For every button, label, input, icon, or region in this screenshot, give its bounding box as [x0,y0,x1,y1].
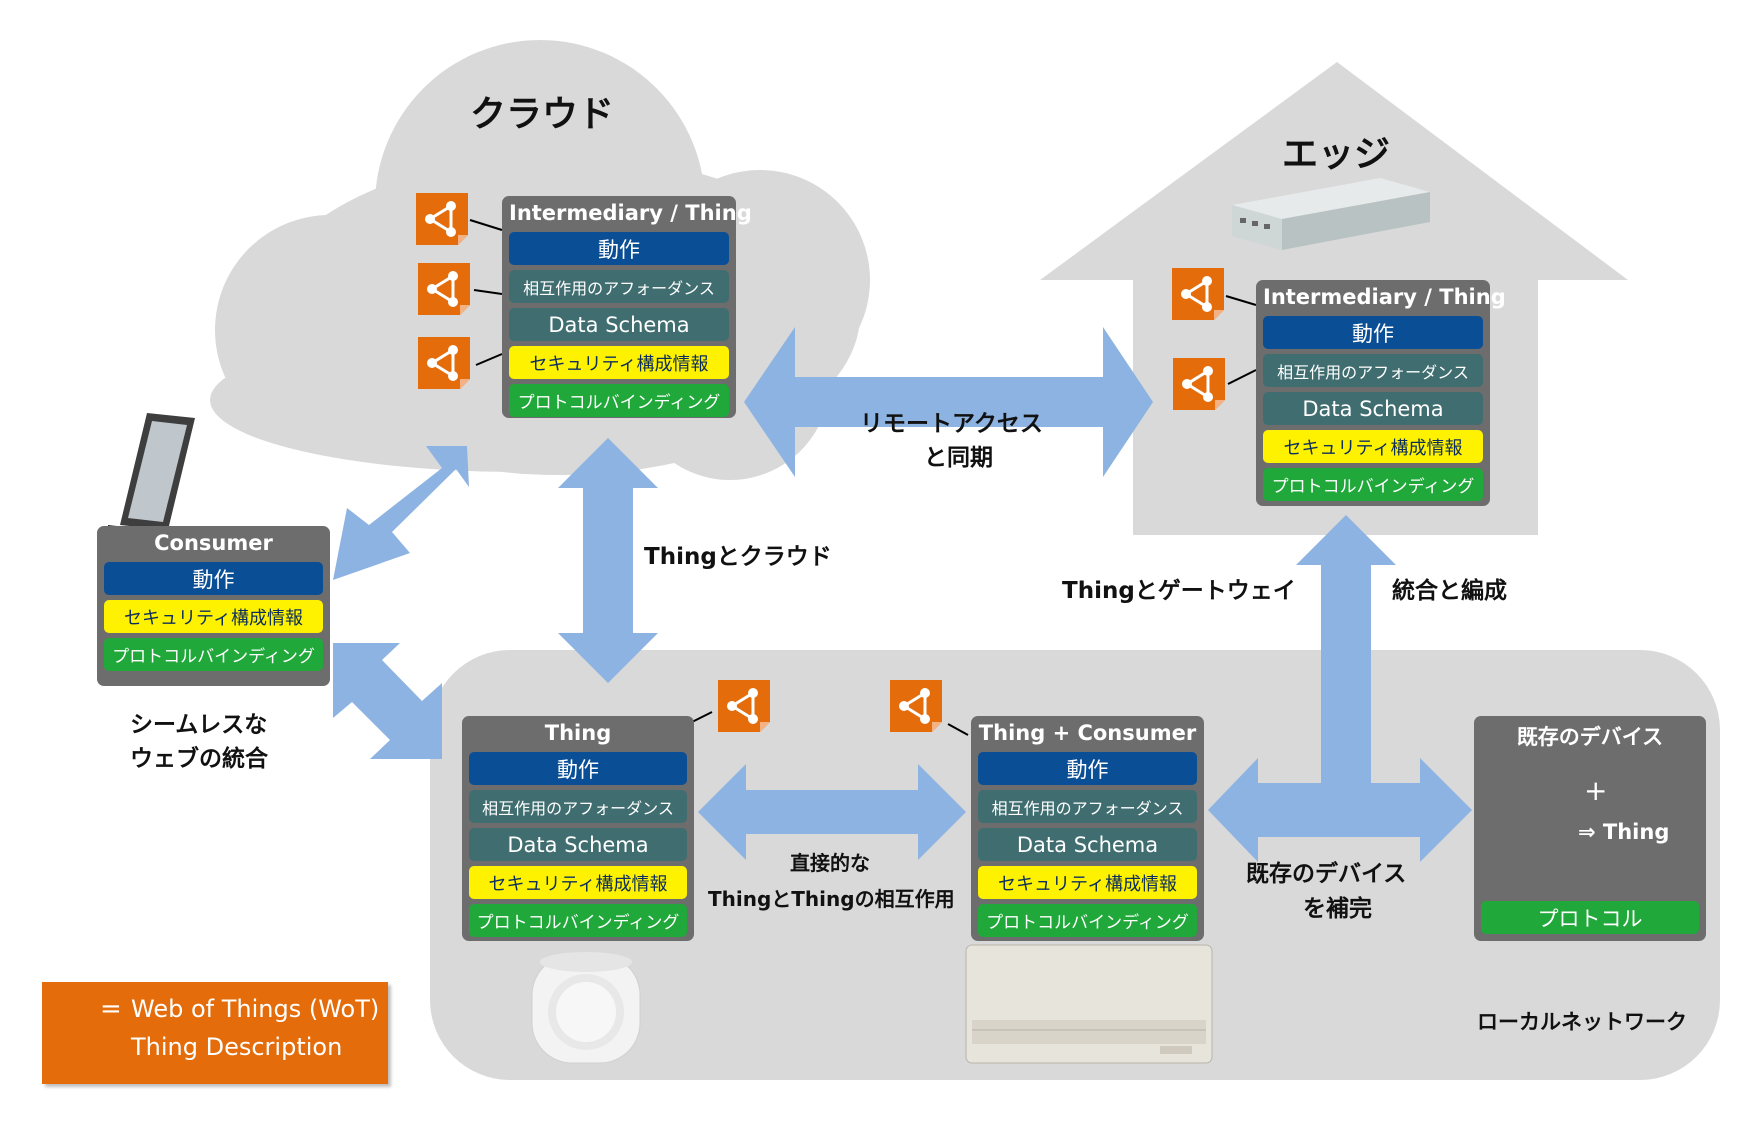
action-row: 動作 [104,562,323,595]
legend-equals: = [100,994,122,1024]
security-row: セキュリティ構成情報 [1263,430,1483,463]
edge-intermediary-box: Intermediary / Thing 動作 相互作用のアフォーダンス Dat… [1256,280,1506,506]
legend-box: = Web of Things (WoT) Thing Description [42,982,388,1084]
thing-box: Thing 動作 相互作用のアフォーダンス Data Schema セキュリティ… [462,716,694,941]
wot-thing-description-icon [890,680,942,732]
wot-thing-description-icon [718,680,770,732]
box-header: Thing [544,721,612,745]
edge-title: エッジ [1282,134,1391,175]
label-remote-access: リモートアクセス [860,411,1043,437]
wot-thing-description-icon [1172,268,1224,320]
arrow-remote-access [744,327,1153,477]
arrow-thing-gateway [1296,515,1396,783]
protocol-binding-row: プロトコルバインディング [1263,468,1483,501]
label-complement-2: を補完 [1303,896,1372,922]
security-row: セキュリティ構成情報 [978,866,1197,899]
security-row: セキュリティ構成情報 [469,866,687,899]
label-thing-cloud: Thingとクラウド [644,544,832,570]
box-header: 既存のデバイス [1516,725,1664,749]
thing-result-label: ⇒ Thing [1578,820,1670,844]
protocol-binding-row: プロトコルバインディング [104,638,323,671]
affordance-row: 相互作用のアフォーダンス [1263,354,1483,387]
legend-line-1: Web of Things (WoT) [131,995,380,1023]
protocol-binding-row: プロトコルバインディング [469,904,687,937]
cloud-intermediary-box: Intermediary / Thing 動作 相互作用のアフォーダンス Dat… [502,196,752,418]
data-schema-row: Data Schema [509,308,729,341]
local-network-title: ローカルネットワーク [1477,1010,1687,1034]
wot-thing-description-icon [1173,358,1225,410]
label-integration: 統合と編成 [1392,578,1507,604]
arrow-consumer-cloud [333,446,469,580]
legend-line-2: Thing Description [131,1033,343,1061]
action-row: 動作 [509,232,729,265]
box-header: Intermediary / Thing [509,201,752,225]
security-row: セキュリティ構成情報 [104,600,323,633]
consumer-box: Consumer 動作 セキュリティ構成情報 プロトコルバインディング [97,526,330,686]
security-row: セキュリティ構成情報 [509,346,729,379]
action-row: 動作 [469,752,687,785]
gateway-device-image [1232,178,1430,250]
tablet-device-image [108,413,195,540]
wot-thing-description-icon [418,263,470,315]
protocol-binding-row: プロトコルバインディング [978,904,1197,937]
label-direct-interaction: 直接的な [790,851,870,875]
box-header: Intermediary / Thing [1263,285,1506,309]
thing-consumer-box: Thing + Consumer 動作 相互作用のアフォーダンス Data Sc… [971,716,1204,941]
wot-thing-description-icon [416,193,468,245]
data-schema-row: Data Schema [1263,392,1483,425]
box-header: Consumer [154,531,273,555]
plus-sign: + [1584,774,1608,807]
affordance-row: 相互作用のアフォーダンス [509,270,729,303]
label-remote-access-sync: と同期 [924,445,993,471]
affordance-row: 相互作用のアフォーダンス [469,790,687,823]
cloud-title: クラウド [470,94,615,135]
arrow-complement [1208,758,1472,862]
affordance-row: 相互作用のアフォーダンス [978,790,1197,823]
box-header: Thing + Consumer [978,721,1197,745]
label-direct-interaction-2: ThingとThingの相互作用 [708,887,955,911]
arrow-thing-cloud [558,438,658,683]
label-complement: 既存のデバイス [1246,861,1407,887]
protocol-row: プロトコル [1481,901,1699,934]
action-row: 動作 [978,752,1197,785]
data-schema-row: Data Schema [978,828,1197,861]
legacy-device-box: 既存のデバイス + ⇒ Thing プロトコル [1474,716,1706,941]
sensor-device-image [531,952,641,1064]
action-row: 動作 [1263,316,1483,349]
arrow-consumer-thing [333,643,442,759]
arrow-direct-interaction [698,764,966,860]
wot-thing-description-icon [418,337,470,389]
protocol-binding-row: プロトコルバインディング [509,384,729,417]
label-thing-gateway: Thingとゲートウェイ [1062,578,1296,604]
air-conditioner-image [965,944,1213,1064]
label-seamless-web-2: ウェブの統合 [130,746,268,772]
data-schema-row: Data Schema [469,828,687,861]
label-seamless-web: シームレスな [130,712,268,738]
